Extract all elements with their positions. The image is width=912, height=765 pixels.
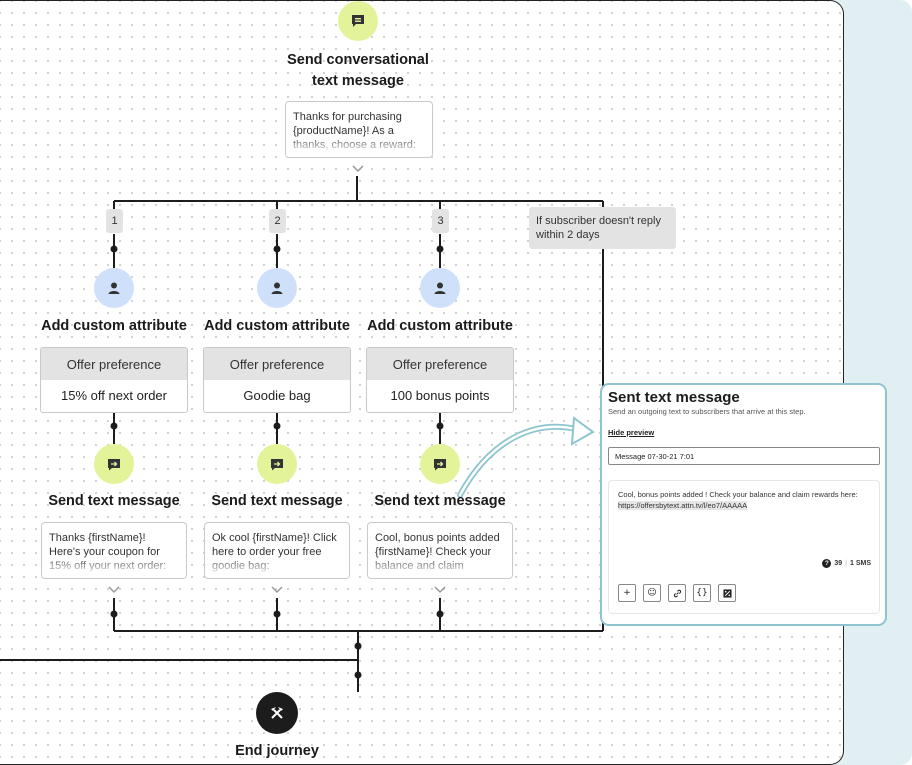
message-name-field[interactable]: Message 07-30-21 7:01 <box>608 447 880 465</box>
attribute-card-2[interactable]: Offer preference Goodie bag <box>203 347 351 413</box>
end-journey-label: End journey <box>235 743 319 759</box>
attribute-node-1[interactable] <box>94 268 134 308</box>
chat-bubble-icon <box>352 15 364 27</box>
variable-icon[interactable]: {} <box>693 584 711 602</box>
send-node-1[interactable] <box>94 444 134 484</box>
attribute-name: Offer preference <box>41 348 187 380</box>
discount-icon[interactable] <box>718 584 736 602</box>
link-icon[interactable] <box>668 584 686 602</box>
attribute-node-2[interactable] <box>257 268 297 308</box>
branch-label-2[interactable]: 2 <box>269 209 286 233</box>
branch-label-1[interactable]: 1 <box>106 209 123 233</box>
attribute-title-2: Add custom attribute <box>204 318 350 334</box>
user-icon <box>434 282 446 294</box>
user-icon <box>108 282 120 294</box>
attribute-node-3[interactable] <box>420 268 460 308</box>
message-body-editor[interactable]: Cool, bonus points added ! Check your ba… <box>608 480 880 614</box>
chevron-down-icon[interactable] <box>107 585 121 595</box>
attribute-title-1: Add custom attribute <box>41 318 187 334</box>
end-journey-node[interactable] <box>256 692 298 734</box>
send-title-2: Send text message <box>211 493 343 509</box>
user-icon <box>271 282 283 294</box>
attribute-name: Offer preference <box>204 348 350 380</box>
trigger-node[interactable] <box>338 1 378 41</box>
attribute-title-3: Add custom attribute <box>367 318 513 334</box>
emoji-icon[interactable]: ☺ <box>643 584 661 602</box>
message-preview-1[interactable]: Thanks {firstName}! Here's your coupon f… <box>41 522 187 579</box>
chevron-down-icon[interactable] <box>351 164 365 174</box>
branch-label-3[interactable]: 3 <box>432 209 449 233</box>
timeout-branch-label[interactable]: If subscriber doesn't reply within 2 day… <box>529 207 676 249</box>
chevron-down-icon[interactable] <box>433 585 447 595</box>
message-send-icon <box>271 458 283 470</box>
character-counter: ? 39|1 SMS <box>822 559 871 568</box>
message-link[interactable]: https://offersbytext.attn.tv/l/eo7/AAAAA <box>618 501 748 510</box>
send-title-1: Send text message <box>48 493 180 509</box>
attribute-value: 100 bonus points <box>390 388 490 403</box>
sent-message-preview-panel: Sent text message Send an outgoing text … <box>600 383 887 626</box>
chevron-down-icon[interactable] <box>270 585 284 595</box>
preview-title: Sent text message <box>608 389 740 406</box>
preview-subtitle: Send an outgoing text to subscribers tha… <box>608 407 806 416</box>
editor-toolbar: + ☺ {} <box>618 584 736 602</box>
hide-preview-link[interactable]: Hide preview <box>608 428 655 437</box>
send-node-3[interactable] <box>420 444 460 484</box>
attribute-value: 15% off next order <box>61 388 167 403</box>
message-send-icon <box>108 458 120 470</box>
help-icon[interactable]: ? <box>822 559 832 568</box>
send-node-2[interactable] <box>257 444 297 484</box>
attribute-value: Goodie bag <box>243 388 311 403</box>
message-preview-2[interactable]: Ok cool {firstName}! Click here to order… <box>204 522 350 579</box>
attribute-card-1[interactable]: Offer preference 15% off next order <box>40 347 188 413</box>
crossed-hammers-icon <box>271 707 283 719</box>
attribute-card-3[interactable]: Offer preference 100 bonus points <box>366 347 514 413</box>
trigger-message-preview[interactable]: Thanks for purchasing {productName}! As … <box>285 101 433 158</box>
attribute-name: Offer preference <box>367 348 513 380</box>
send-title-3: Send text message <box>374 493 506 509</box>
message-body-text: Cool, bonus points added ! Check your ba… <box>618 490 858 510</box>
message-send-icon <box>434 458 446 470</box>
message-preview-3[interactable]: Cool, bonus points added {firstName}! Ch… <box>367 522 513 579</box>
add-icon[interactable]: + <box>618 584 636 602</box>
